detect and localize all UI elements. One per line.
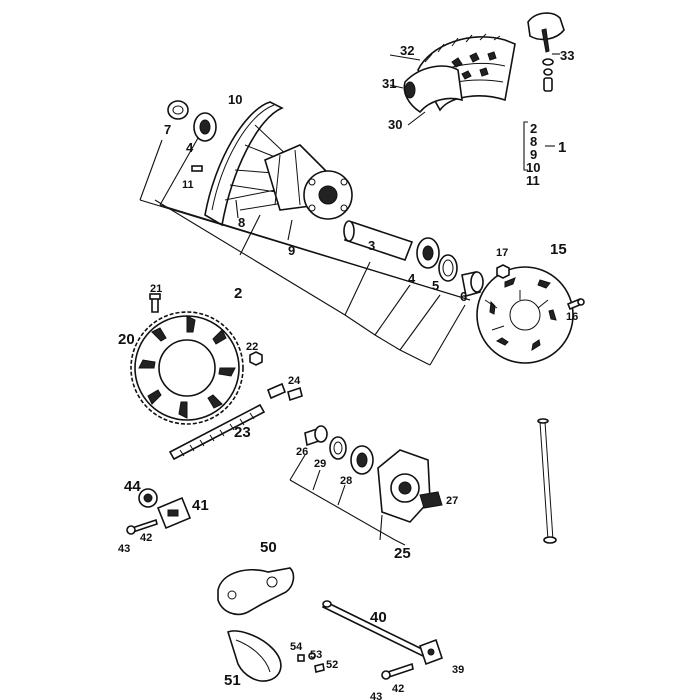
label-16: 16 (566, 311, 578, 323)
label-32: 32 (400, 43, 414, 58)
label-24: 24 (288, 375, 301, 387)
brake-disc (476, 266, 574, 364)
kit-item: 9 (530, 147, 537, 162)
label-26: 26 (296, 446, 308, 458)
nut (249, 351, 263, 366)
label-2: 2 (234, 285, 242, 302)
label-7: 7 (164, 122, 171, 137)
label-23: 23 (234, 424, 251, 441)
part-labels: 1 2 3 4 4 5 6 7 8 9 10 11 15 16 17 20 21… (118, 43, 578, 700)
label-25: 25 (394, 545, 411, 562)
label-21: 21 (150, 283, 162, 295)
label-28: 28 (340, 475, 352, 487)
label-51: 51 (224, 672, 241, 689)
damper-rubber (419, 491, 443, 509)
label-50: 50 (260, 539, 277, 556)
label-10: 10 (228, 92, 242, 107)
hub-assembly-lines (139, 199, 471, 366)
kit-group: 2 8 9 10 11 (523, 121, 555, 188)
label-5: 5 (432, 278, 439, 293)
disc-guard (227, 630, 282, 682)
label-53: 53 (310, 649, 322, 661)
spacer (167, 100, 189, 120)
cush-hub-assembly (289, 425, 443, 546)
label-43b: 43 (370, 691, 382, 700)
nut (496, 264, 510, 279)
chain-link (266, 382, 287, 400)
label-1: 1 (558, 139, 566, 156)
label-15: 15 (550, 241, 567, 258)
label-4b: 4 (408, 271, 416, 286)
label-42b: 42 (392, 683, 404, 695)
sprocket-assembly (130, 293, 263, 425)
label-4a: 4 (186, 140, 194, 155)
label-44: 44 (124, 478, 141, 495)
label-41: 41 (192, 497, 209, 514)
caliper-support-assembly (217, 567, 325, 682)
bolt (387, 662, 414, 679)
seal (438, 254, 458, 282)
kit-item: 8 (530, 134, 537, 149)
label-33: 33 (560, 48, 574, 63)
label-9: 9 (288, 243, 295, 258)
label-52: 52 (326, 659, 338, 671)
kit-item: 2 (530, 121, 537, 136)
caliper-bracket (217, 567, 295, 616)
label-43a: 43 (118, 543, 130, 555)
axle-rod (537, 418, 557, 544)
label-11: 11 (182, 179, 194, 191)
label-20: 20 (118, 331, 135, 348)
label-8: 8 (238, 215, 245, 230)
seal (329, 436, 347, 460)
rear-wheel-assembly (139, 100, 353, 256)
label-22: 22 (246, 341, 258, 353)
label-54: 54 (290, 641, 303, 653)
tube-valve (527, 12, 565, 92)
brake-disc-assembly (476, 264, 585, 364)
label-39: 39 (452, 664, 464, 676)
label-31: 31 (382, 76, 396, 91)
kit-item: 10 (526, 160, 540, 175)
inner-tube (403, 65, 463, 114)
label-40: 40 (370, 609, 387, 626)
kit-item: 11 (526, 173, 540, 188)
rim-lock (527, 12, 565, 41)
screw (314, 663, 325, 673)
label-27: 27 (446, 495, 458, 507)
label-30: 30 (388, 117, 402, 132)
label-42a: 42 (140, 532, 152, 544)
tire-assembly (389, 33, 516, 126)
label-17: 17 (496, 247, 508, 259)
label-6: 6 (460, 289, 467, 304)
rear-axle-assembly (321, 600, 444, 680)
spacer-tube (343, 220, 414, 261)
label-3: 3 (368, 238, 375, 253)
chain (168, 403, 266, 461)
hub-bearings (416, 237, 484, 298)
chain-assembly (168, 382, 303, 461)
chain-adjuster-assembly (126, 488, 192, 535)
bolt (151, 297, 159, 313)
label-29: 29 (314, 458, 326, 470)
